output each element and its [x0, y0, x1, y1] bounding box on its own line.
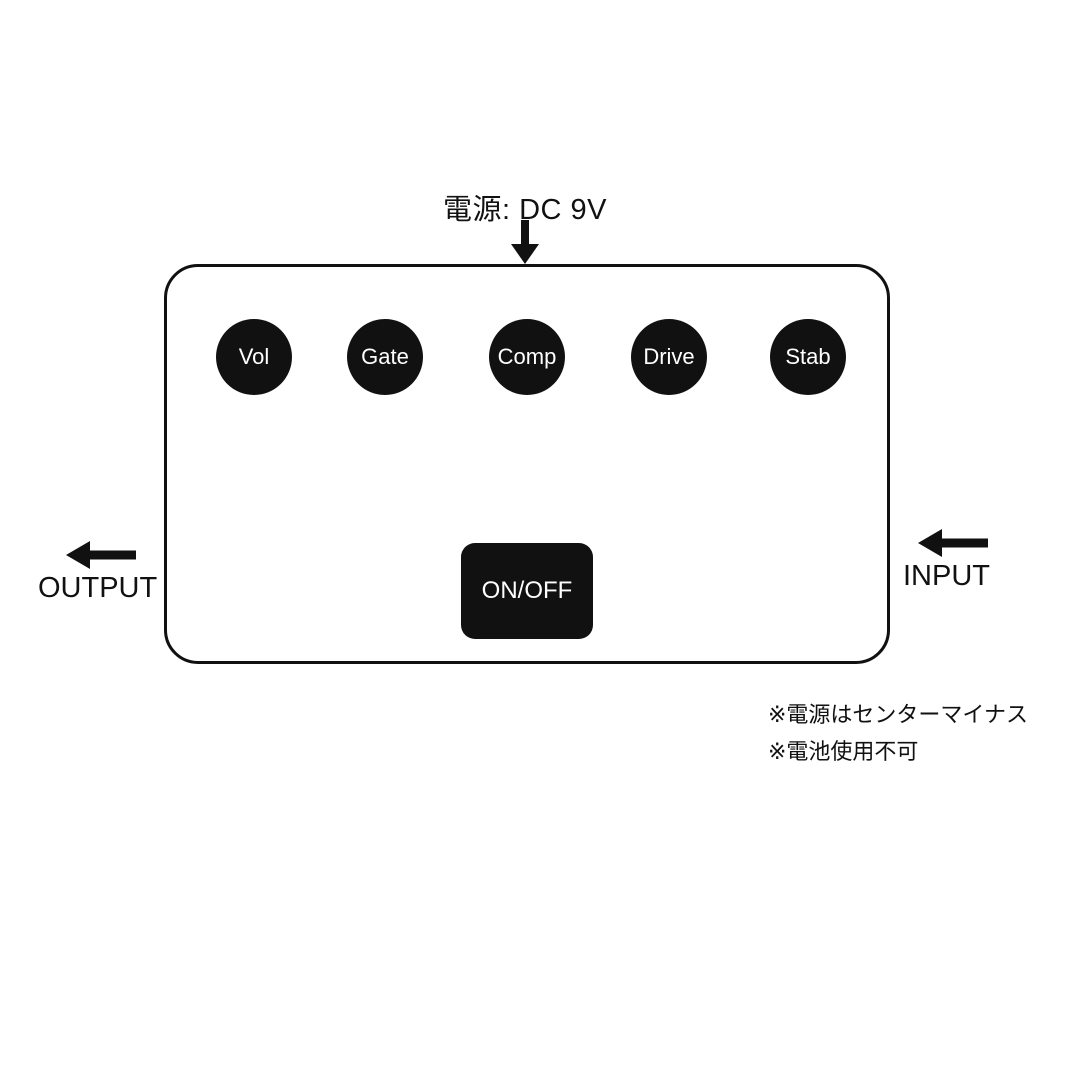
output-label: OUTPUT [38, 572, 158, 604]
knob-drive: Drive [631, 319, 707, 395]
input-arrow-left-icon [918, 529, 988, 557]
knob-stab: Stab [770, 319, 846, 395]
note-power-polarity: ※電源はセンターマイナス [768, 702, 1028, 727]
input-label: INPUT [903, 560, 990, 592]
notes: ※電源はセンターマイナス ※電池使用不可 [768, 696, 1028, 770]
output-arrow-left-icon [66, 541, 136, 569]
on-off-footswitch: ON/OFF [461, 543, 593, 639]
power-arrow-down-icon [511, 220, 539, 264]
on-off-label: ON/OFF [481, 577, 573, 604]
knob-comp: Comp [489, 319, 565, 395]
knob-vol: Vol [216, 319, 292, 395]
knob-vol-label: Vol [238, 344, 270, 369]
pedal-body: Vol Gate Comp Drive Stab ON/OFF [164, 264, 890, 664]
note-no-battery: ※電池使用不可 [768, 739, 919, 764]
knob-stab-label: Stab [785, 344, 831, 369]
knob-gate: Gate [347, 319, 423, 395]
knob-drive-label: Drive [643, 344, 695, 369]
knob-gate-label: Gate [361, 344, 409, 369]
knob-comp-label: Comp [497, 344, 557, 369]
